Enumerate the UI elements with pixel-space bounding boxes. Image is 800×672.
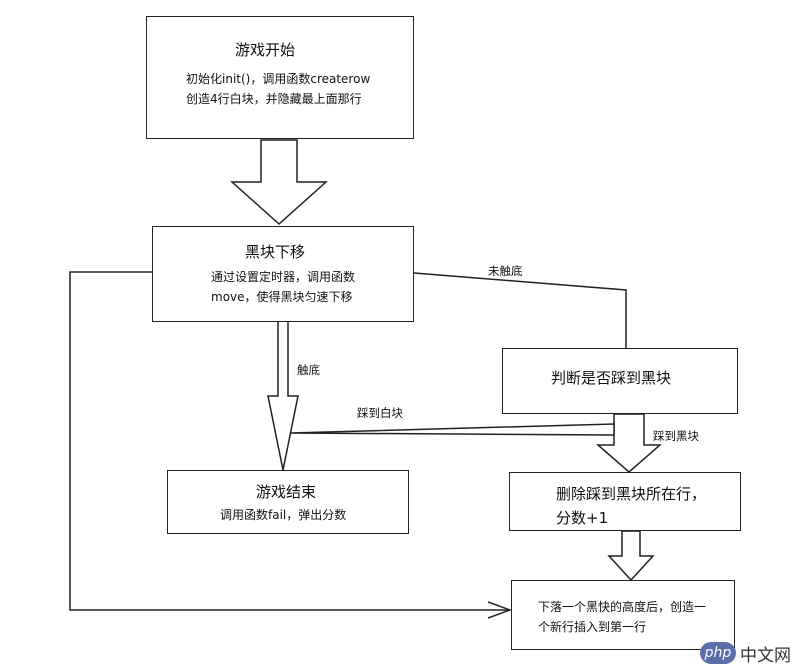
delete-node: 删除踩到黑块所在行， 分数+1	[509, 472, 741, 531]
start-line-1: 初始化init()，调用函数createrow	[186, 72, 371, 86]
start-title: 游戏开始	[235, 41, 296, 59]
judge-title: 判断是否踩到黑块	[551, 369, 672, 387]
label-hit-black: 踩到黑块	[653, 429, 699, 443]
php-logo: php	[700, 642, 736, 664]
arrow-delete-to-newrow	[607, 530, 655, 582]
end-line-1: 调用函数fail，弹出分数	[220, 508, 347, 522]
move-line-2: move，使得黑块匀速下移	[211, 290, 353, 304]
label-hit-white: 踩到白块	[357, 406, 403, 420]
label-bottom: 触底	[297, 363, 320, 377]
end-title: 游戏结束	[256, 483, 317, 501]
watermark: php 中文网	[700, 638, 796, 666]
judge-node: 判断是否踩到黑块	[502, 348, 738, 414]
newrow-line-2: 个新行插入到第一行	[538, 620, 647, 634]
start-line-2: 创造4行白块，并隐藏最上面那行	[186, 92, 362, 106]
watermark-site: 中文网	[740, 646, 791, 666]
label-not-bottom: 未触底	[488, 264, 523, 278]
move-node: 黑块下移 通过设置定时器，调用函数 move，使得黑块匀速下移	[152, 226, 414, 322]
delete-line-2: 分数+1	[556, 509, 609, 527]
end-node: 游戏结束 调用函数fail，弹出分数	[167, 470, 409, 534]
newrow-line-1: 下落一个黑快的高度后，创造一	[538, 600, 707, 614]
arrow-start-to-move	[230, 139, 328, 226]
line-move-to-newrow	[69, 271, 510, 611]
line-move-to-judge	[413, 272, 627, 348]
arrow-judge-to-delete	[595, 413, 663, 473]
arrow-move-to-end	[267, 320, 299, 471]
arrowhead-newrow	[487, 601, 513, 619]
move-title: 黑块下移	[245, 243, 306, 261]
arrow-hit-white	[289, 423, 615, 436]
delete-line-1: 删除踩到黑块所在行，	[556, 485, 707, 503]
move-line-1: 通过设置定时器，调用函数	[211, 270, 356, 284]
newrow-node: 下落一个黑快的高度后，创造一 个新行插入到第一行	[511, 580, 735, 650]
start-node: 游戏开始 初始化init()，调用函数createrow 创造4行白块，并隐藏最…	[146, 16, 414, 139]
